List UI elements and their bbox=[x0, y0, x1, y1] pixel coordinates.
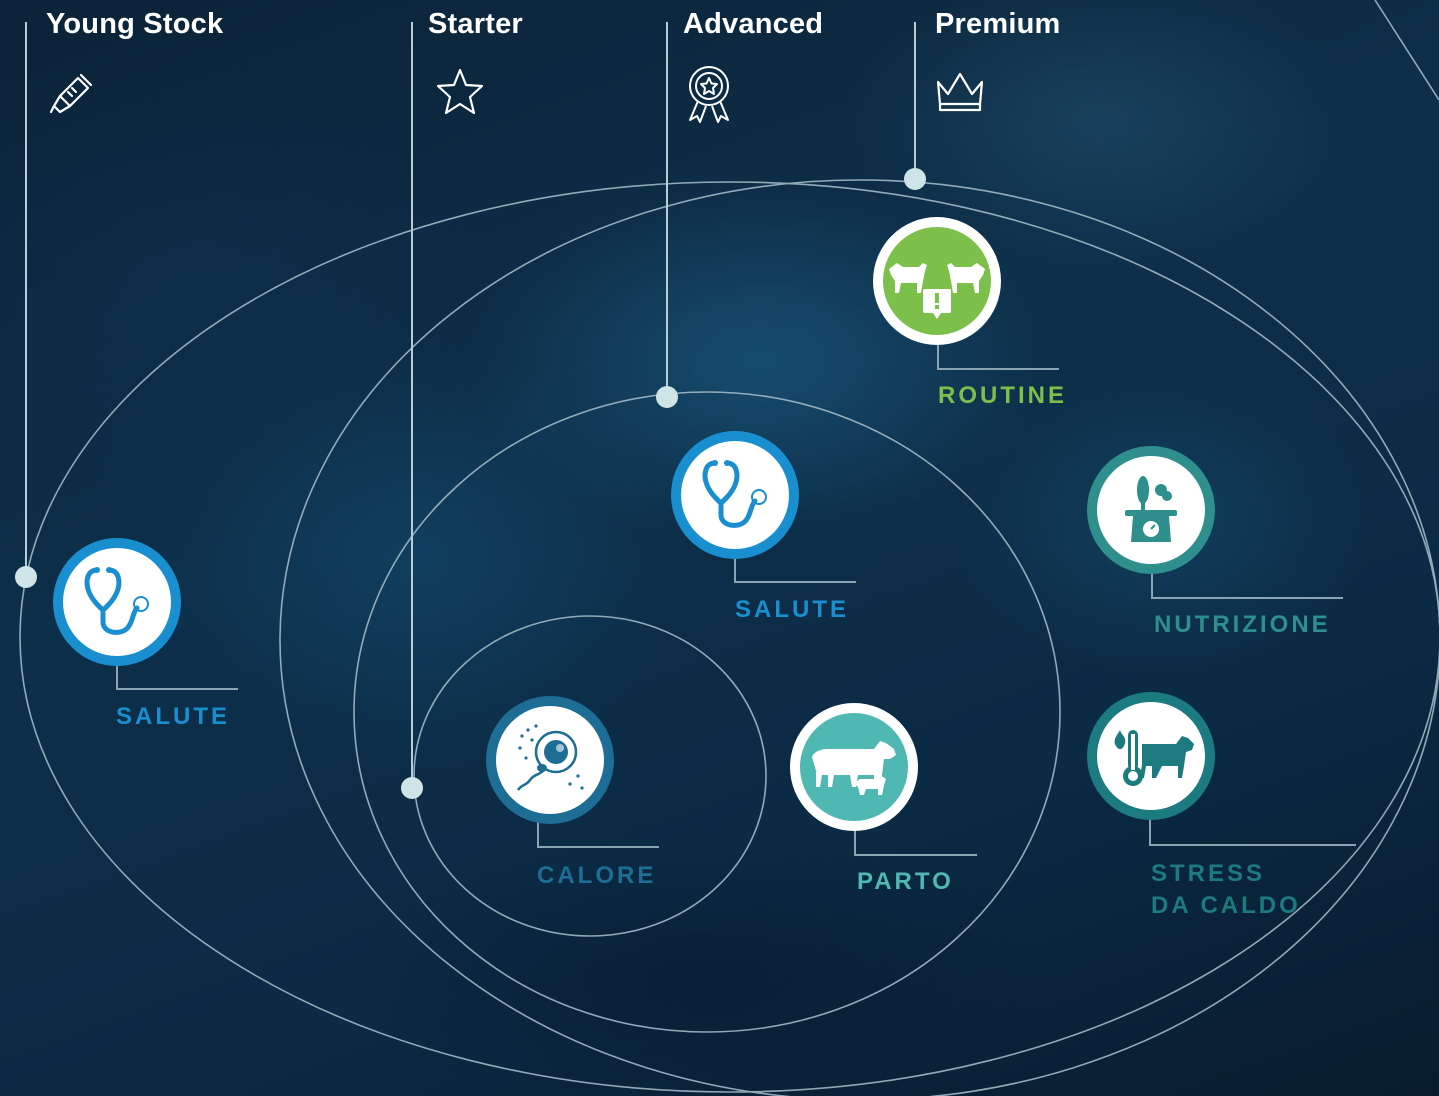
dot-starter bbox=[401, 777, 423, 799]
ring-advanced bbox=[353, 391, 1061, 1033]
leader-parto bbox=[854, 828, 977, 856]
ring-premium bbox=[279, 179, 1439, 1096]
ring-young-stock bbox=[19, 181, 1439, 1093]
label-parto: PARTO bbox=[857, 868, 954, 895]
crown-icon bbox=[936, 72, 984, 112]
feed-scale-icon bbox=[1125, 476, 1177, 542]
tier-label-young-stock: Young Stock bbox=[46, 8, 224, 40]
tier-label-advanced: Advanced bbox=[683, 8, 824, 40]
module-advanced-salute[interactable] bbox=[671, 431, 799, 559]
label-stress-line1: STRESS bbox=[1151, 860, 1266, 887]
label-calore: CALORE bbox=[537, 862, 657, 889]
star-icon bbox=[436, 68, 484, 115]
baby-bottle-icon bbox=[49, 73, 93, 114]
stethoscope-icon bbox=[84, 567, 149, 635]
stethoscope-icon bbox=[702, 460, 767, 528]
module-routine[interactable] bbox=[873, 217, 1001, 345]
module-parto[interactable] bbox=[790, 703, 918, 831]
tier-label-starter: Starter bbox=[428, 8, 523, 40]
module-calore[interactable] bbox=[486, 696, 614, 824]
leader-routine bbox=[937, 343, 1059, 370]
module-stress-da-caldo[interactable] bbox=[1087, 692, 1215, 820]
dot-advanced bbox=[656, 386, 678, 408]
sperm-egg-icon bbox=[516, 724, 584, 791]
cow-calf-icon bbox=[812, 741, 896, 795]
label-nutrizione: NUTRIZIONE bbox=[1154, 611, 1331, 638]
corner-line bbox=[1374, 0, 1439, 101]
leader-advanced-salute bbox=[734, 556, 856, 583]
ring-starter bbox=[413, 615, 767, 937]
leader-calore bbox=[537, 820, 659, 848]
two-cows-alert-icon bbox=[889, 263, 985, 319]
label-young-salute: SALUTE bbox=[116, 703, 230, 730]
leader-young-salute bbox=[116, 662, 238, 690]
leader-nutrizione bbox=[1151, 570, 1343, 599]
module-nutrizione[interactable] bbox=[1087, 446, 1215, 574]
label-routine: ROUTINE bbox=[938, 382, 1067, 409]
leader-stress bbox=[1149, 817, 1356, 846]
dot-young-stock bbox=[15, 566, 37, 588]
thermometer-cow-icon bbox=[1114, 730, 1194, 786]
award-rosette-icon bbox=[689, 66, 729, 123]
tier-label-premium: Premium bbox=[935, 8, 1061, 40]
dot-premium bbox=[904, 168, 926, 190]
module-young-salute[interactable] bbox=[53, 538, 181, 666]
label-stress-line2: DA CALDO bbox=[1151, 892, 1301, 919]
label-advanced-salute: SALUTE bbox=[735, 596, 849, 623]
